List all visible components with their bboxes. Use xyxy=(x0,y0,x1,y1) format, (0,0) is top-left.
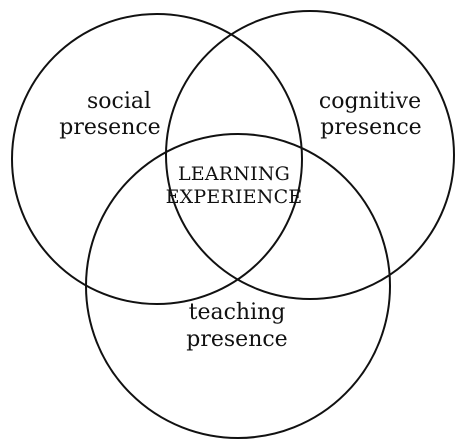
learning-experience-label-line2: EXPERIENCE xyxy=(166,186,303,208)
social-presence-label-line1: social xyxy=(87,89,151,114)
social-presence-circle xyxy=(11,13,303,305)
cognitive-presence-circle xyxy=(165,10,455,300)
cognitive-presence-label-line1: cognitive xyxy=(319,89,421,114)
teaching-presence-circle xyxy=(85,133,391,439)
social-presence-label-line2: presence xyxy=(59,115,160,140)
learning-experience-label-line1: LEARNING xyxy=(178,163,290,185)
teaching-presence-label-line2: presence xyxy=(186,327,287,352)
teaching-presence-label-line1: teaching xyxy=(189,300,286,325)
cognitive-presence-label-line2: presence xyxy=(320,115,421,140)
